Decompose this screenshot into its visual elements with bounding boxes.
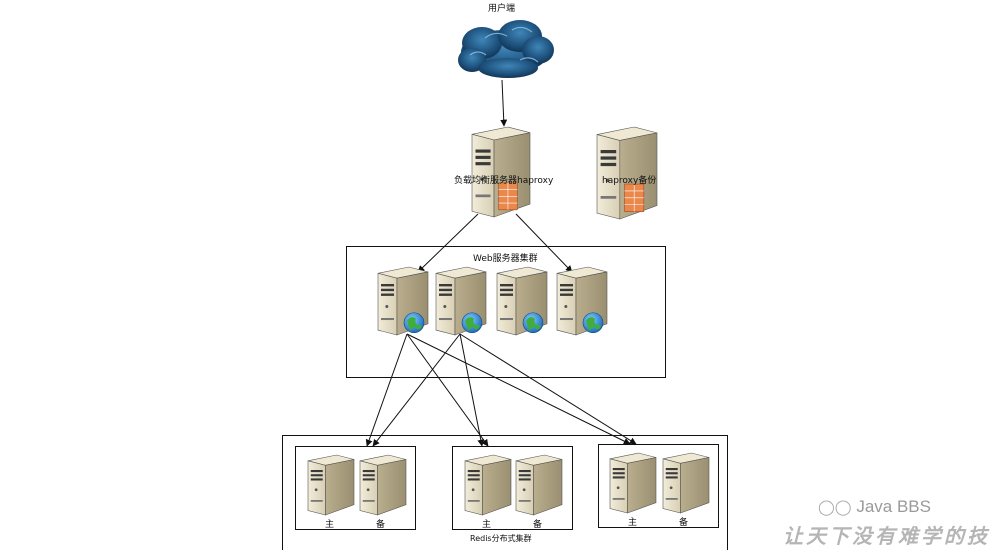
link-web1-redis1 (365, 333, 408, 447)
wechat-icon: ◯◯ (818, 499, 852, 516)
link-web1-redis3 (406, 333, 631, 445)
firewall-icon (498, 182, 518, 211)
web-server-icon-2 (435, 266, 487, 336)
redis-server-icon-1 (307, 454, 355, 516)
link-web2-redis1 (372, 333, 461, 447)
backup-label: haproxy备份 (602, 176, 657, 186)
link-client-lb (500, 79, 508, 127)
firewall-icon (624, 183, 645, 212)
redis-server-icon-6 (662, 452, 710, 514)
watermark-slogan: 让天下没有难学的技 (783, 524, 990, 548)
globe-icon (461, 312, 483, 334)
globe-icon (522, 312, 544, 334)
globe-icon (403, 312, 425, 334)
web-server-icon-4 (556, 266, 608, 336)
watermark-brand: ◯◯ Java BBS (818, 497, 931, 516)
redis-server-icon-2 (359, 454, 407, 516)
redis-server-icon-4 (515, 454, 563, 516)
load-balancer-server-icon (471, 126, 531, 218)
redis-master-label-2: 主 (482, 520, 492, 530)
redis-group-box-3 (598, 444, 719, 528)
redis-master-label-1: 主 (325, 520, 335, 530)
redis-group-box-2 (452, 446, 573, 530)
redis-slave-label-3: 备 (679, 518, 689, 528)
backup-server-icon (596, 126, 658, 220)
globe-icon (582, 312, 604, 334)
redis-master-label-3: 主 (628, 518, 638, 528)
web-server-icon-3 (496, 266, 548, 336)
redis-server-icon-5 (609, 452, 657, 514)
link-lb-web-1 (417, 213, 479, 273)
link-web2-redis3 (459, 333, 637, 445)
link-web1-redis2 (406, 333, 489, 447)
redis-slave-label-2: 备 (533, 520, 543, 530)
redis-server-icon-3 (464, 454, 512, 516)
link-web2-redis2 (459, 333, 485, 447)
load-balancer-label: 负载均衡服务器haproxy (454, 176, 554, 186)
web-server-icon-1 (377, 266, 429, 336)
web-cluster-label: Web服务器集群 (473, 254, 538, 264)
redis-slave-label-1: 备 (376, 520, 386, 530)
web-cluster-box (346, 246, 666, 378)
link-lb-web-4 (515, 213, 573, 273)
client-label: 用户端 (488, 4, 516, 14)
redis-cluster-label: Redis分布式集群 (470, 534, 532, 543)
redis-group-box-1 (295, 446, 416, 530)
client-cloud-icon (458, 20, 554, 78)
